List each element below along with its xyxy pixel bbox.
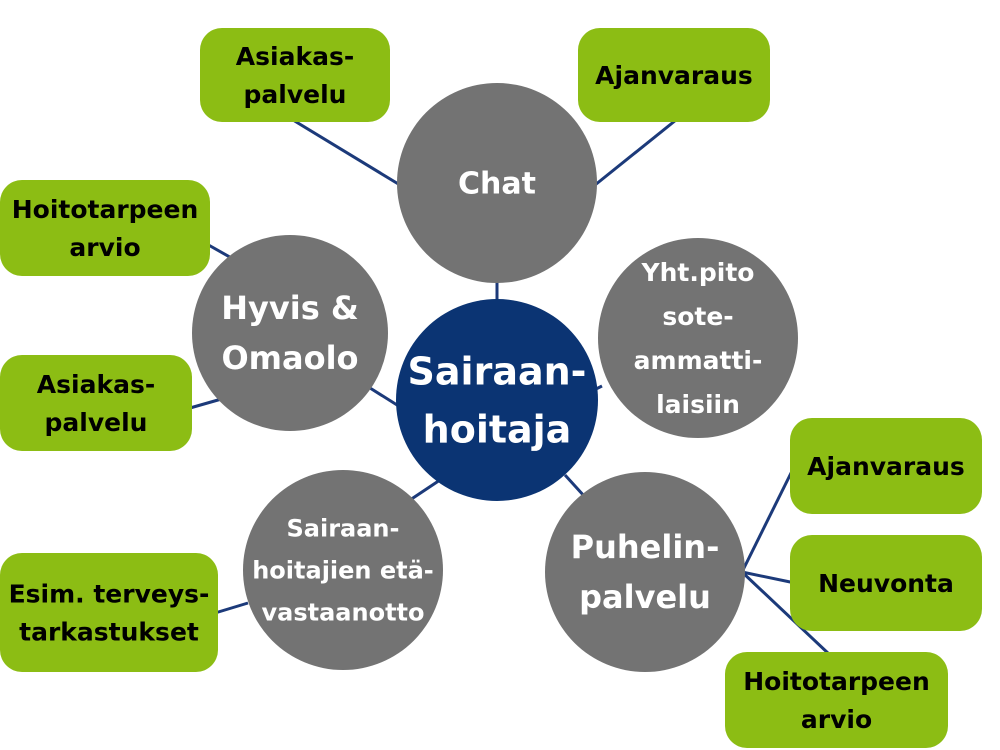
box-node-hyvis-asiakas: Asiakas-palvelu: [0, 355, 192, 451]
node-label: Esim. terveys-tarkastukset: [9, 579, 210, 646]
box-node-eta-esim: Esim. terveys-tarkastukset: [0, 553, 218, 672]
label-line: Asiakas-: [236, 42, 354, 71]
label-line: Omaolo: [221, 339, 358, 377]
node-label: Ajanvaraus: [595, 61, 753, 90]
node-label: Sairaan-hoitaja: [408, 349, 587, 451]
center-node: Sairaan-hoitaja: [396, 299, 598, 501]
label-line: Yht.pito: [641, 258, 755, 287]
box-shape: [578, 28, 770, 122]
circle-node-puhelin: Puhelin-palvelu: [545, 472, 745, 672]
node-label: Hoitotarpeen arvio: [12, 195, 199, 262]
box-node-chat-ajanvaraus: Ajanvaraus: [578, 28, 770, 122]
box-shape: [790, 418, 982, 514]
node-label: Asiakas-palvelu: [37, 370, 155, 437]
box-node-chat-asiakas: Asiakas-palvelu: [200, 28, 390, 122]
connector: [409, 478, 441, 502]
circle-shape: [192, 235, 388, 431]
circle-shape: [396, 299, 598, 501]
box-shape: [790, 535, 982, 631]
connector: [594, 118, 677, 187]
label-line: Chat: [458, 167, 536, 202]
box-node-puh-ajanvaraus: Ajanvaraus: [790, 418, 982, 514]
connector: [740, 464, 797, 573]
label-line: Ajanvaraus: [595, 61, 753, 90]
connector: [740, 570, 832, 657]
label-line: palvelu: [45, 408, 148, 437]
label-line: palvelu: [579, 578, 711, 616]
circle-shape: [545, 472, 745, 672]
label-line: sote-: [662, 302, 733, 331]
node-label: Hoitotarpeen arvio: [743, 667, 930, 734]
node-label: Ajanvaraus: [807, 452, 965, 481]
box-node-hyvis-hoito: Hoitotarpeen arvio: [0, 180, 210, 276]
label-line: hoitajien etä-: [252, 556, 434, 584]
label-line: Ajanvaraus: [807, 452, 965, 481]
circle-node-hyvis: Hyvis & Omaolo: [192, 235, 388, 431]
label-line: Sairaan-: [408, 349, 587, 393]
label-line: Hoitotarpeen: [743, 667, 930, 696]
label-line: palvelu: [244, 80, 347, 109]
label-line: Neuvonta: [818, 569, 954, 598]
box-shape: [200, 28, 390, 122]
connector: [741, 570, 796, 585]
label-line: tarkastukset: [19, 617, 199, 646]
box-shape: [0, 180, 210, 276]
node-label: Hyvis & Omaolo: [221, 289, 359, 377]
circle-shape: [598, 238, 798, 438]
label-line: ammatti-: [634, 346, 763, 375]
connector: [292, 118, 401, 187]
circle-node-yht: Yht.pito sote-ammatti-laisiin: [598, 238, 798, 438]
label-line: vastaanotto: [262, 598, 425, 626]
label-line: Esim. terveys-: [9, 579, 210, 608]
label-line: Asiakas-: [37, 370, 155, 399]
box-shape: [0, 355, 192, 451]
connector: [214, 601, 249, 615]
label-line: Puhelin-: [571, 528, 720, 566]
box-shape: [0, 553, 218, 672]
box-node-puh-hoito: Hoitotarpeen arvio: [725, 652, 948, 748]
connectors: [189, 118, 832, 657]
label-line: arvio: [801, 705, 872, 734]
label-line: Hoitotarpeen: [12, 195, 199, 224]
node-label: Yht.pito sote-ammatti-laisiin: [634, 258, 763, 419]
node-label: Asiakas-palvelu: [236, 42, 354, 109]
box-node-puh-neuvonta: Neuvonta: [790, 535, 982, 631]
box-shape: [725, 652, 948, 748]
connector: [563, 473, 587, 499]
label-line: Hyvis &: [221, 289, 359, 327]
circle-shape: [397, 83, 597, 283]
node-label: Puhelin-palvelu: [571, 528, 720, 616]
label-line: laisiin: [656, 390, 740, 419]
circle-node-chat: Chat: [397, 83, 597, 283]
node-label: Chat: [458, 167, 536, 202]
circle-shape: [243, 470, 443, 670]
label-line: arvio: [69, 233, 140, 262]
label-line: Sairaan-: [287, 514, 400, 542]
node-label: Sairaan-hoitajien etä-vastaanotto: [252, 514, 434, 626]
label-line: hoitaja: [423, 407, 572, 451]
circle-node-eta: Sairaan-hoitajien etä-vastaanotto: [243, 470, 443, 670]
node-label: Neuvonta: [818, 569, 954, 598]
